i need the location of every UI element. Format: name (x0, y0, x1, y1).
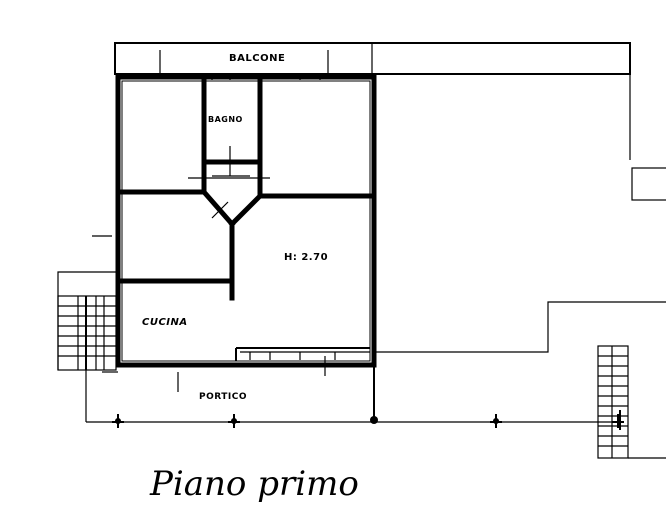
label-room-height: H: 2.70 (284, 252, 328, 263)
column-marker (112, 414, 124, 428)
label-bagno: BAGNO (208, 115, 243, 124)
interior-walls (119, 77, 373, 301)
page-title: Piano primo (149, 464, 359, 504)
left-staircase (57, 235, 118, 373)
column-marker (612, 414, 624, 428)
column-marker (490, 414, 502, 428)
label-cucina: CUCINA (142, 317, 188, 328)
label-balcone: BALCONE (229, 53, 285, 64)
column-marker (228, 414, 240, 428)
right-staircase (597, 345, 666, 459)
apartment-walls (115, 74, 377, 368)
balcony (114, 42, 631, 80)
column-grid-line (85, 356, 624, 428)
portico-outline (177, 347, 370, 392)
adjacent-structure (376, 43, 666, 353)
column-marker (370, 416, 378, 424)
label-portico: PORTICO (199, 392, 247, 402)
